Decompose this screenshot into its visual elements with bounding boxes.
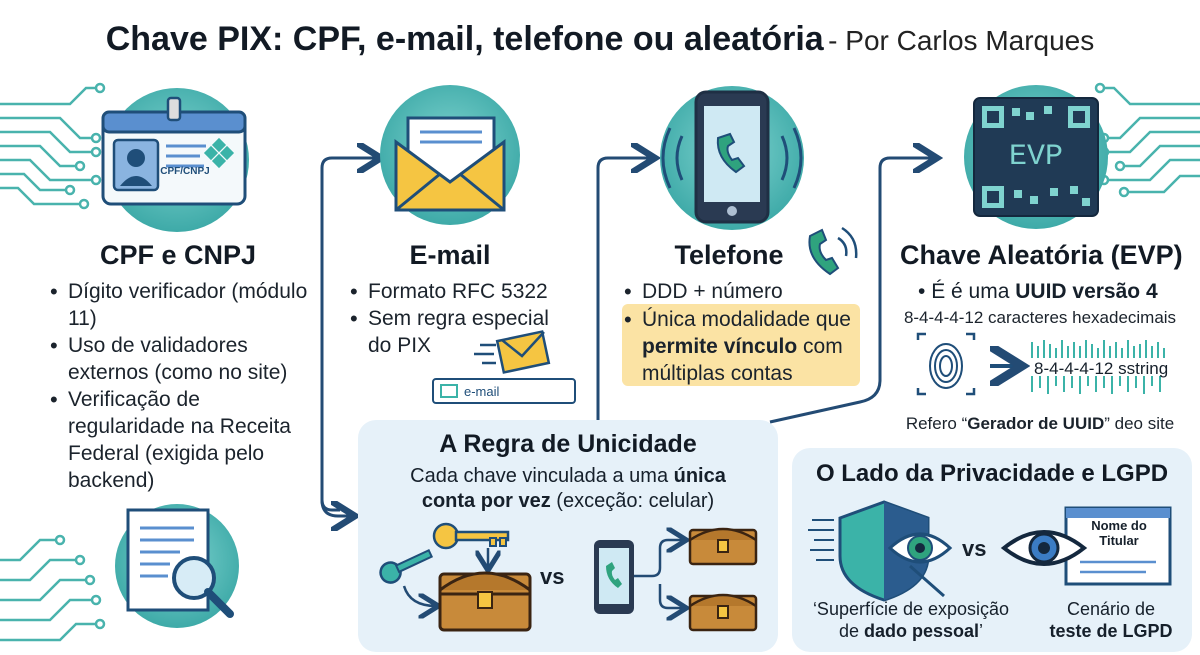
phone-title: Telefone: [674, 240, 784, 270]
privacy-left-caption: ‘Superfície de exposição de dado pessoal…: [812, 599, 1010, 641]
eye-icon: [1000, 530, 1088, 566]
page-title: Chave PIX: CPF, e-mail, telefone ou alea…: [0, 20, 1200, 59]
phone-bullets: DDD + número: [622, 278, 872, 305]
list-item: Única modalidade que permite vínculo com…: [622, 306, 860, 387]
title-author: - Por Carlos Marques: [828, 25, 1095, 56]
cpf-bullets: Dígito verificador (módulo 11) Uso de va…: [48, 278, 318, 494]
privacy-right-caption: Cenário de teste de LGPD: [1049, 599, 1173, 641]
phone-icon: [594, 540, 634, 614]
privacy-title: O Lado da Privacidade e LGPD: [815, 460, 1169, 487]
uniqueness-title: A Regra de Unicidade: [439, 430, 697, 458]
treasure-chest-icon: [438, 571, 532, 632]
key-icon: [432, 522, 510, 550]
barcode-text: 8-4-4-4-12 sstring: [1034, 359, 1169, 378]
list-item: Verificação de regularidade na Receita F…: [48, 386, 318, 494]
highlight-box: Única modalidade que permite vínculo com…: [622, 304, 860, 386]
email-field-text: e-mail: [464, 383, 500, 399]
envelope-icon: [380, 85, 520, 225]
circuit-icon: [0, 534, 106, 642]
eye-icon: [887, 532, 953, 598]
barcode-icon: [1031, 340, 1165, 394]
privacy-vs: vs: [962, 536, 987, 561]
shield-icon: [808, 500, 930, 602]
treasure-chest-icon: [688, 527, 758, 566]
phone-icon: [808, 226, 858, 276]
list-item: Dígito verificador (módulo 11): [48, 278, 318, 332]
evp-format: 8-4-4-4-12 caracteres hexadecimais: [903, 308, 1177, 327]
id-badge-icon: [101, 88, 249, 232]
qr-text: EVP: [986, 140, 1086, 174]
phone-icon: [660, 86, 804, 230]
list-item: Formato RFC 5322: [348, 278, 578, 305]
list-item: DDD + número: [622, 278, 872, 305]
circuit-icon: [0, 82, 106, 210]
email-title: E-mail: [409, 240, 491, 270]
email-field: e-mail: [432, 378, 576, 404]
list-item: Sem regra especial do PIX: [348, 305, 578, 359]
evp-reference: Refero “Gerador de UUID” deo site: [905, 414, 1175, 433]
key-icon: [379, 548, 434, 584]
evp-bullet: • É é uma UUID versão 4: [918, 280, 1158, 303]
uniqueness-vs: vs: [540, 564, 565, 589]
list-item: Uso de validadores externos (como no sit…: [48, 332, 318, 386]
cpf-title: CPF e CNPJ: [99, 240, 257, 270]
treasure-chest-icon: [688, 593, 758, 632]
email-bullets: Formato RFC 5322 Sem regra especial do P…: [348, 278, 578, 359]
title-main: Chave PIX: CPF, e-mail, telefone ou alea…: [105, 20, 824, 58]
badge-label: CPF/CNPJ: [160, 166, 210, 177]
document-search-icon: [115, 504, 239, 628]
card-text: Nome do Titular: [1091, 518, 1147, 548]
uniqueness-text: Cada chave vinculada a uma única conta p…: [410, 465, 726, 512]
envelope-icon: [440, 384, 458, 398]
evp-title: Chave Aleatória (EVP): [900, 240, 1183, 270]
fingerprint-icon: [916, 332, 976, 396]
